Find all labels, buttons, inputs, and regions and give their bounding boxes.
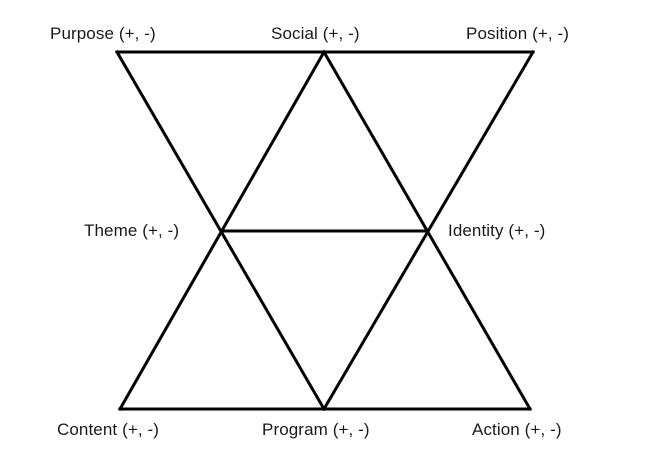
vertex-label-social: Social (+, -) xyxy=(271,24,360,43)
vertex-label-identity: Identity (+, -) xyxy=(448,221,546,240)
vertex-label-content: Content (+, -) xyxy=(57,420,160,439)
edge-position-program xyxy=(321,49,536,412)
vertex-label-purpose: Purpose (+, -) xyxy=(50,24,156,43)
vertex-label-action: Action (+, -) xyxy=(472,420,562,439)
vertex-label-theme: Theme (+, -) xyxy=(84,221,180,240)
vertex-label-position: Position (+, -) xyxy=(466,24,570,43)
edge-social-content xyxy=(117,49,327,412)
vertex-label-program: Program (+, -) xyxy=(262,420,370,439)
